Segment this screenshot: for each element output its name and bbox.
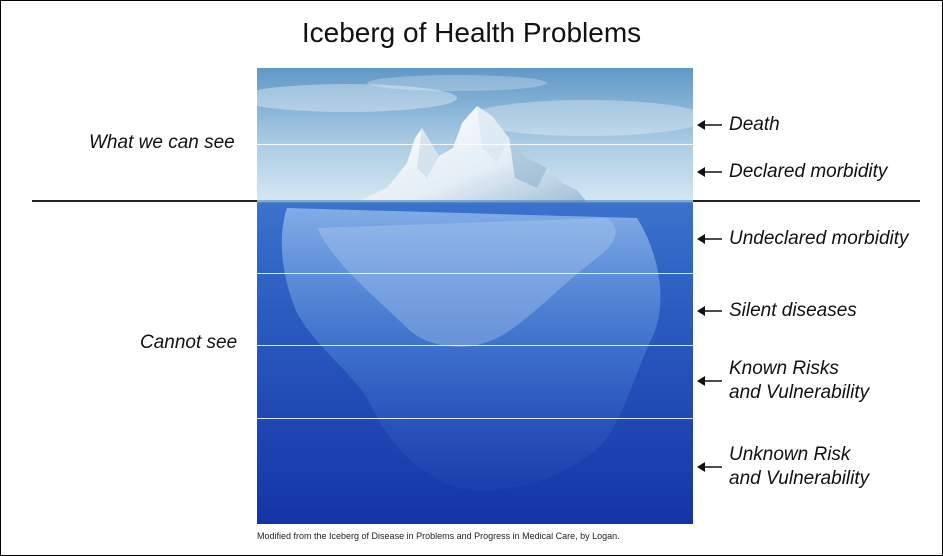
left-arrow-icon xyxy=(697,376,722,386)
level-label-unknown-risk: Unknown Risk and Vulnerability xyxy=(697,443,869,491)
left-arrow-icon xyxy=(697,462,722,472)
level-text: Undeclared morbidity xyxy=(729,228,909,249)
band-divider xyxy=(257,418,693,419)
level-label-declared-morbidity: Declared morbidity xyxy=(697,160,887,184)
level-text: Death xyxy=(729,114,780,135)
level-text: Known Risks and Vulnerability xyxy=(729,358,870,403)
iceberg-image xyxy=(257,68,693,524)
waterline-left xyxy=(32,200,257,202)
left-arrow-icon xyxy=(697,167,722,177)
hidden-label: Cannot see xyxy=(140,332,238,353)
level-text: Silent diseases xyxy=(729,300,857,321)
level-text: Unknown Risk and Vulnerability xyxy=(729,444,870,489)
source-caption: Modified from the Iceberg of Disease in … xyxy=(257,531,620,541)
band-divider xyxy=(257,144,693,145)
left-arrow-icon xyxy=(697,234,722,244)
waterline-right xyxy=(693,200,920,202)
figure-title: Iceberg of Health Problems xyxy=(301,17,642,48)
level-label-silent-diseases: Silent diseases xyxy=(697,299,857,323)
level-label-known-risks: Known Risks and Vulnerability xyxy=(697,357,869,405)
level-text: Declared morbidity xyxy=(729,161,888,182)
visible-label: What we can see xyxy=(89,132,235,153)
left-arrow-icon xyxy=(697,120,722,130)
left-arrow-icon xyxy=(697,306,722,316)
level-label-death: Death xyxy=(697,113,780,137)
band-divider xyxy=(257,273,693,274)
level-label-undeclared-morbidity: Undeclared morbidity xyxy=(697,227,909,251)
band-divider xyxy=(257,345,693,346)
